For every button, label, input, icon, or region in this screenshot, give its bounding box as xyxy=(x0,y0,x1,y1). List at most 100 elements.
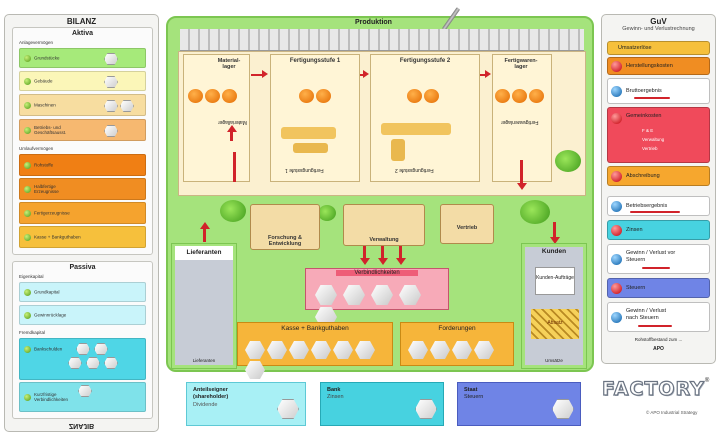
machine-icon xyxy=(381,123,451,135)
coin-icon xyxy=(552,399,574,419)
kunden-box[interactable]: Kunden Kunden-Aufträge Absatz Umsätze xyxy=(522,244,586,368)
coin-icon xyxy=(315,285,337,305)
material-drum-icon xyxy=(316,89,331,103)
green-ball-icon xyxy=(24,311,31,319)
red-ball-icon xyxy=(611,224,622,236)
coin-icon xyxy=(430,341,450,359)
staat-sub: Steuern xyxy=(464,394,484,400)
aktiva-title: Aktiva xyxy=(71,30,93,37)
ek-header: Eigenkapital xyxy=(19,274,44,279)
arrow-down-icon xyxy=(396,258,406,265)
flow-arrow xyxy=(251,74,263,76)
guv-abschreibung[interactable]: Abschreibung xyxy=(607,166,710,186)
passiva-row-kurzfristig[interactable]: Kurzfristige Verbindlichkeiten xyxy=(19,382,146,412)
flow-arrow xyxy=(230,131,233,141)
lieferanten-box[interactable]: Lieferanten Lieferanten xyxy=(172,244,236,368)
passiva-row-grundkapital[interactable]: Grundkapital xyxy=(19,282,146,302)
guv-herstellung[interactable]: Herstellungskosten xyxy=(607,57,710,75)
guv-gewinn-vor[interactable]: Gewinn / Verlust vor Steuern xyxy=(607,244,710,274)
building-verwaltung[interactable]: Verwaltung xyxy=(343,204,425,246)
machine-icon xyxy=(281,127,336,139)
station-title: Material-lager xyxy=(217,58,241,70)
arrow-up-icon xyxy=(227,125,237,132)
aktiva-row-rohstoffe[interactable]: Rohstoffe xyxy=(19,154,146,176)
coin-icon xyxy=(68,357,82,369)
guv-zinsen[interactable]: Zinsen xyxy=(607,220,710,240)
kasse-box[interactable]: Kasse + Bankguthaben xyxy=(237,322,393,379)
row-label: Grundkapital xyxy=(34,289,60,295)
blue-ball-icon xyxy=(611,253,622,265)
coin-icon xyxy=(86,357,100,369)
coin-row xyxy=(407,341,495,361)
aktiva-row-fertig[interactable]: Fertigerzeugnisse xyxy=(19,202,146,224)
station-mirror-label: Fertigungsstufe 1 xyxy=(285,167,324,173)
coin-icon xyxy=(245,361,265,379)
passiva-box: Passiva Eigenkapital Grundkapital Gewinn… xyxy=(12,261,153,419)
green-ball-icon xyxy=(24,209,31,217)
guv-label: Zinsen xyxy=(626,227,643,233)
anteilseigner-title: Anteilseigner xyxy=(193,387,228,393)
gk-item: F & E xyxy=(642,128,654,133)
guv-gemeinkosten[interactable]: Gemeinkosten F & E Verwaltung Vertrieb xyxy=(607,107,710,163)
guv-brutto[interactable]: Bruttoergebnis xyxy=(607,78,710,104)
arrow-down-icon xyxy=(378,258,388,265)
coin-icon xyxy=(76,343,90,355)
guv-footer2: APO xyxy=(653,346,664,352)
verbindlichkeiten-box[interactable]: Verbindlichkeiten xyxy=(305,268,449,327)
aktiva-row-bga[interactable]: Betriebs- und Geschäftsausst. xyxy=(19,119,146,141)
forderungen-box[interactable]: Forderungen xyxy=(400,322,514,366)
flow-arrow xyxy=(480,74,486,76)
flow-arrow xyxy=(381,246,384,260)
station-title: Fertigwaren-lager xyxy=(504,58,538,70)
arrow-head-icon xyxy=(363,70,369,78)
passiva-title: Passiva xyxy=(69,264,96,271)
flow-arrow xyxy=(203,228,206,242)
anteilseigner-box[interactable]: Anteilseigner (shareholder) Dividende xyxy=(186,382,306,426)
aktiva-row-maschinen[interactable]: Maschinen xyxy=(19,94,146,116)
station-fertigungsstufe-2[interactable]: Fertigungsstufe 2 Fertigungsstufe 2 xyxy=(370,54,480,182)
aktiva-row-halbfertig[interactable]: Halbfertige Erzeugnisse xyxy=(19,178,146,200)
station-fertigungsstufe-1[interactable]: Fertigungsstufe 1 Fertigungsstufe 1 xyxy=(270,54,360,182)
coin-icon xyxy=(78,385,92,397)
underline-mark xyxy=(634,97,670,99)
guv-betrieb[interactable]: Betriebsergebnis xyxy=(607,196,710,216)
guv-steuern[interactable]: Steuern xyxy=(607,278,710,298)
arrow-down-icon xyxy=(517,183,527,190)
flow-arrow xyxy=(363,246,366,260)
flow-arrow xyxy=(233,152,236,182)
green-ball-icon xyxy=(24,101,31,109)
building-forschung[interactable]: Forschung & Entwicklung xyxy=(250,204,320,250)
factory-logo-text: FACTORY xyxy=(601,377,705,400)
blue-ball-icon xyxy=(611,85,622,97)
row-label: Fertigerzeugnisse xyxy=(34,210,70,216)
blue-ball-icon xyxy=(611,311,622,323)
absatz-card: Absatz xyxy=(531,309,579,339)
bank-box[interactable]: Bank Zinsen xyxy=(320,382,444,426)
building-vertrieb[interactable]: Vertrieb xyxy=(440,204,494,244)
red-ball-icon xyxy=(611,112,622,124)
red-ball-icon xyxy=(611,170,622,182)
coin-icon xyxy=(343,285,365,305)
coin-row xyxy=(244,341,392,381)
machine-icon xyxy=(391,139,405,161)
passiva-row-bankschulden[interactable]: Bankschulden xyxy=(19,338,146,380)
brand-tagline: © APO Industrial Strategy xyxy=(646,410,698,415)
green-ball-icon xyxy=(24,288,31,296)
guv-label: Bruttoergebnis xyxy=(626,88,662,94)
station-materiallager[interactable]: Material-lager Materiallager xyxy=(183,54,250,182)
guv-umsatz[interactable]: Umsatzerlöse xyxy=(607,41,710,55)
guv-gewinn-nach[interactable]: Gewinn / Verlust nach Steuern xyxy=(607,302,710,332)
coin-icon xyxy=(399,285,421,305)
staat-box[interactable]: Staat Steuern xyxy=(457,382,581,426)
guv-label: Gewinn / Verlust vor Steuern xyxy=(626,250,676,263)
aktiva-row-kasse[interactable]: Kasse + Bankguthaben xyxy=(19,226,146,248)
coin-icon xyxy=(333,341,353,359)
green-ball-icon xyxy=(24,345,31,353)
aktiva-row-gebaeude[interactable]: Gebäude xyxy=(19,71,146,91)
coin-icon xyxy=(355,341,375,359)
passiva-row-gewinnruecklage[interactable]: Gewinnrücklage xyxy=(19,305,146,325)
coin-icon xyxy=(104,100,118,112)
row-label: Bankschulden xyxy=(34,346,63,352)
row-label: Betriebs- und Geschäftsausst. xyxy=(34,125,67,135)
aktiva-row-grundstuecke[interactable]: Grundstücke xyxy=(19,48,146,68)
